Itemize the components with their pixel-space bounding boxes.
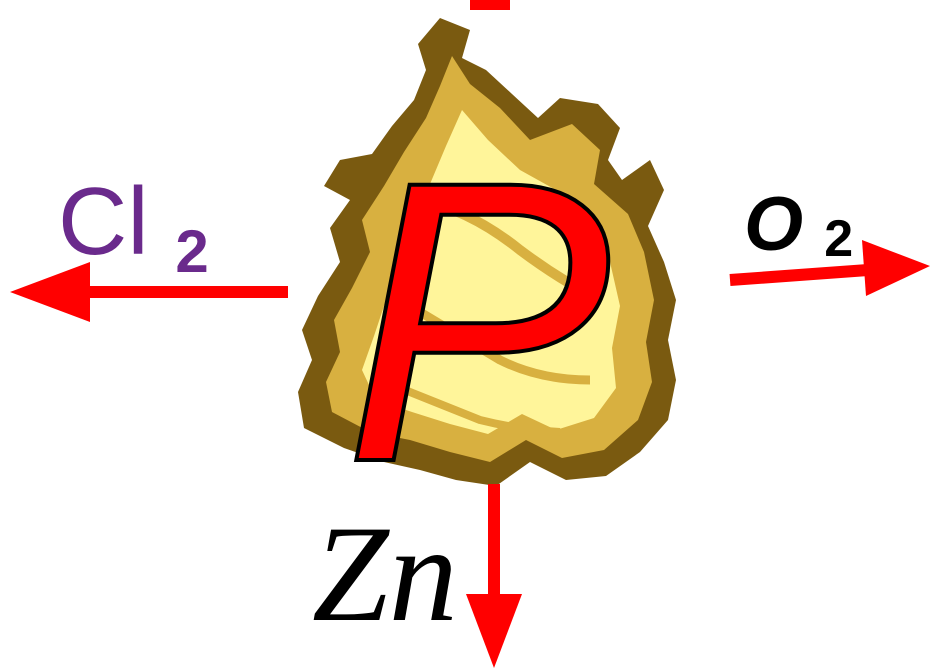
right-arrow-shaft [729,264,869,286]
center-element-symbol: P [344,98,613,545]
cl-label: Cl 2 [58,168,209,285]
flame-streak [378,376,561,436]
left-reaction: Cl 2 [10,168,288,322]
flame-icon [298,18,676,486]
o-reagent: O [744,182,803,267]
down-reaction: Zn [312,484,522,668]
left-arrow-head [10,262,90,322]
o-subscript: 2 [824,210,853,268]
right-arrow-head [862,240,930,296]
cl-reagent: Cl [58,168,149,275]
flame-streak [418,195,603,305]
flame-streak [397,296,591,385]
right-reaction: O 2 [729,182,930,296]
zn-label: Zn [312,497,458,650]
top-fragment [470,0,510,10]
cl-subscript: 2 [175,218,208,285]
o-label: O 2 [744,182,853,268]
flame-inner-layer [362,110,620,434]
down-arrow-head [466,594,522,668]
